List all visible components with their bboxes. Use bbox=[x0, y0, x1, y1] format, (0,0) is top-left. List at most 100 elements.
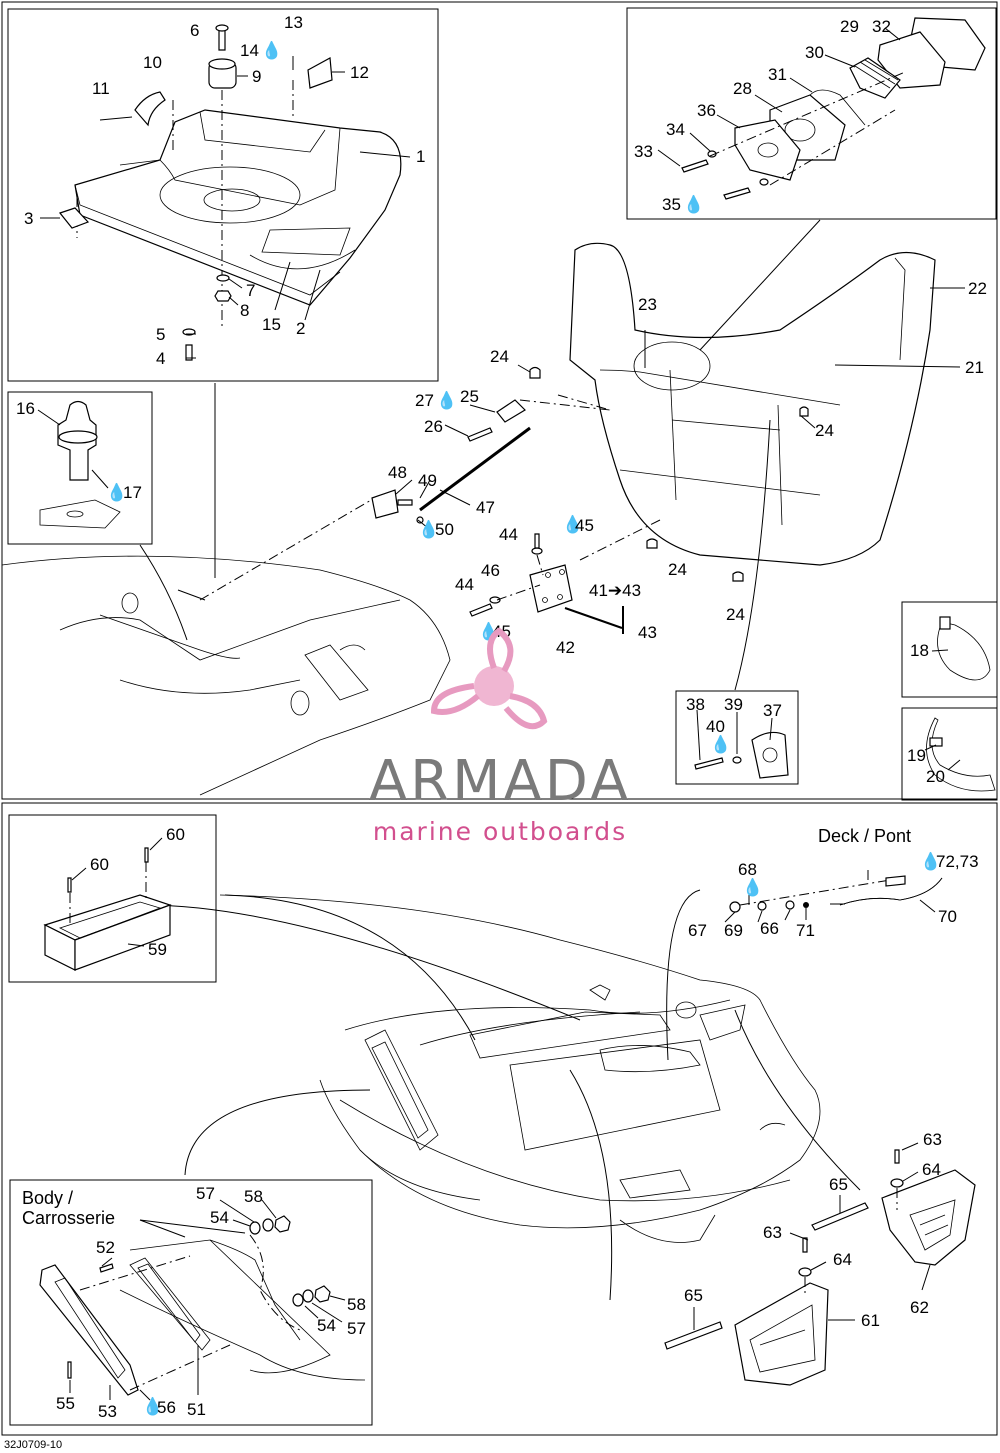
screw-60b bbox=[144, 847, 149, 863]
callout-50: 50 bbox=[435, 520, 454, 539]
callout-58a: 58 bbox=[244, 1187, 263, 1206]
callout-45a: 45 bbox=[575, 516, 594, 535]
callout-63a: 63 bbox=[923, 1130, 942, 1149]
callout-27: 27 bbox=[415, 391, 434, 410]
callout-44a: 44 bbox=[499, 525, 518, 544]
drop-icon-45a: 💧 bbox=[562, 514, 583, 534]
callout-48: 48 bbox=[388, 463, 407, 482]
callout-59: 59 bbox=[148, 940, 167, 959]
screw-63a bbox=[894, 1149, 900, 1164]
gasket-strip bbox=[249, 249, 356, 270]
callout-64b: 64 bbox=[833, 1250, 852, 1269]
callout-42: 42 bbox=[556, 638, 575, 657]
callout-10: 10 bbox=[143, 53, 162, 72]
drop-icon-27: 💧 bbox=[436, 390, 457, 410]
washer-44a bbox=[531, 547, 543, 555]
callout-36: 36 bbox=[697, 101, 716, 120]
washer-7 bbox=[216, 274, 230, 282]
callout-1: 1 bbox=[416, 147, 425, 166]
callout-54b: 54 bbox=[317, 1316, 336, 1335]
callout-15: 15 bbox=[262, 315, 281, 334]
washer-54a bbox=[249, 1221, 261, 1235]
callout-11: 11 bbox=[92, 79, 110, 98]
fitting-72 bbox=[885, 875, 906, 887]
screw-44b bbox=[469, 603, 493, 617]
cover-62 bbox=[881, 1169, 976, 1266]
vent-grille-53 bbox=[39, 1264, 139, 1396]
body-label-line2: Carrosserie bbox=[22, 1208, 115, 1228]
nut-8 bbox=[214, 290, 232, 302]
callout-66: 66 bbox=[760, 919, 779, 938]
nut-58a bbox=[274, 1215, 291, 1233]
grip-30 bbox=[849, 57, 901, 99]
washer-64a bbox=[890, 1178, 904, 1188]
callout-65a: 65 bbox=[829, 1175, 848, 1194]
washer-66 bbox=[785, 900, 795, 910]
hull-port-round-2 bbox=[290, 690, 310, 716]
callout-57b: 57 bbox=[347, 1319, 366, 1338]
ring-31 bbox=[809, 89, 866, 126]
callout-67: 67 bbox=[688, 921, 707, 940]
drop-icon-35: 💧 bbox=[683, 194, 704, 214]
plug-24b bbox=[646, 538, 658, 549]
hull-upper-view bbox=[1, 555, 451, 796]
callout-43: 43 bbox=[638, 623, 657, 642]
callout-65b: 65 bbox=[684, 1286, 703, 1305]
drop-icon-50: 💧 bbox=[418, 519, 439, 539]
washer-64b bbox=[798, 1267, 812, 1277]
bracket-48 bbox=[371, 489, 399, 519]
seal-65a bbox=[811, 1202, 869, 1231]
inset-body-vent bbox=[9, 1179, 373, 1426]
callout-19: 19 bbox=[907, 746, 926, 765]
callout-26: 26 bbox=[424, 417, 443, 436]
callout-34: 34 bbox=[666, 120, 685, 139]
screw-35 bbox=[723, 187, 751, 200]
callout-62: 62 bbox=[910, 1298, 929, 1317]
latch-37 bbox=[751, 731, 789, 779]
washer-54b bbox=[292, 1293, 304, 1307]
callout-61: 61 bbox=[861, 1311, 880, 1330]
lower-panel-frame bbox=[1, 802, 998, 1436]
callout-24d: 24 bbox=[726, 605, 745, 624]
washer-46 bbox=[489, 596, 501, 604]
callout-29: 29 bbox=[840, 17, 859, 36]
inset-latch bbox=[675, 690, 799, 785]
watermark-tagline: marine outboards bbox=[373, 817, 627, 846]
strap-19 bbox=[926, 717, 996, 792]
clip-part bbox=[134, 91, 166, 127]
bolt-base bbox=[39, 499, 121, 529]
body-label-line1: Body / bbox=[22, 1188, 73, 1208]
washer-39 bbox=[732, 756, 742, 764]
cover-61 bbox=[734, 1282, 829, 1386]
callout-72-73: 72,73 bbox=[936, 852, 979, 871]
callout-4: 4 bbox=[156, 349, 165, 368]
callout-9: 9 bbox=[252, 67, 261, 86]
inset-seat-pad bbox=[626, 7, 997, 220]
washer-57a bbox=[262, 1218, 274, 1232]
callout-37: 37 bbox=[763, 701, 782, 720]
callout-39: 39 bbox=[724, 695, 743, 714]
callout-58b: 58 bbox=[347, 1295, 366, 1314]
inset-cupholder bbox=[8, 814, 217, 983]
callout-24a: 24 bbox=[490, 347, 509, 366]
callout-3: 3 bbox=[24, 209, 33, 228]
seat-detail-ring bbox=[633, 341, 711, 391]
callout-25: 25 bbox=[460, 387, 479, 406]
callout-49: 49 bbox=[418, 471, 437, 490]
drop-icon-72: 💧 bbox=[920, 851, 941, 871]
latch-plate-41 bbox=[529, 564, 573, 613]
callout-13: 13 bbox=[284, 13, 303, 32]
callout-57a: 57 bbox=[196, 1184, 215, 1203]
callout-33: 33 bbox=[634, 142, 653, 161]
hull-port-3 bbox=[675, 1001, 697, 1019]
callout-69: 69 bbox=[724, 921, 743, 940]
drop-icon-56: 💧 bbox=[142, 1396, 163, 1416]
callout-68: 68 bbox=[738, 860, 757, 879]
screw-55 bbox=[67, 1361, 72, 1379]
plug-24c bbox=[732, 571, 744, 582]
inset-strap-18 bbox=[901, 601, 998, 698]
callout-6: 6 bbox=[190, 21, 199, 40]
inset-storage-tray bbox=[7, 8, 439, 382]
callout-8: 8 bbox=[240, 301, 249, 320]
